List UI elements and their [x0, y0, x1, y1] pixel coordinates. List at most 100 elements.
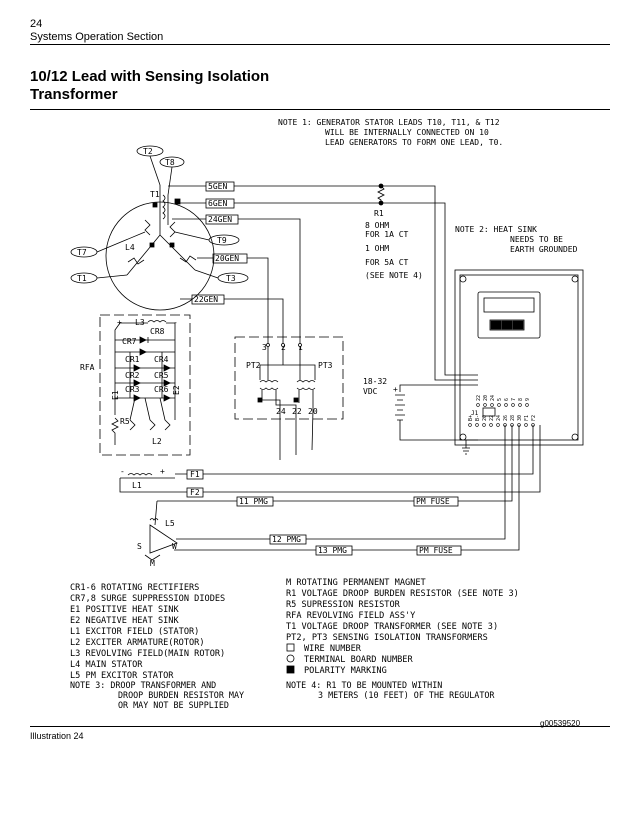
polarity-symbol — [286, 665, 295, 674]
r5-resistor — [111, 417, 119, 445]
svg-text:FOR 5A CT: FOR 5A CT — [365, 258, 409, 267]
svg-text:T2: T2 — [143, 147, 153, 156]
title-line-1: 10/12 Lead with Sensing Isolation — [30, 68, 270, 85]
note-4: NOTE 4: R1 TO BE MOUNTED WITHIN 3 METERS… — [286, 680, 495, 700]
svg-text:L2 EXCITER ARMATURE(ROTOR): L2 EXCITER ARMATURE(ROTOR) — [70, 638, 205, 648]
stator-wye — [126, 185, 196, 276]
section-name: Systems Operation Section — [30, 31, 164, 43]
svg-text:18-32: 18-32 — [363, 377, 387, 386]
svg-text:VDC: VDC — [363, 387, 378, 396]
wire-5gen: 5GEN — [205, 181, 235, 192]
cr5-label: CR5 — [154, 371, 169, 380]
page-title: 10/12 Lead with Sensing Isolation Transf… — [30, 68, 330, 104]
svg-text:20GEN: 20GEN — [215, 254, 239, 263]
svg-text:L1 EXCITOR FIELD (STATOR): L1 EXCITOR FIELD (STATOR) — [70, 627, 199, 637]
lead-t2: T2 — [136, 145, 164, 157]
svg-text:FOR 1A CT: FOR 1A CT — [365, 230, 409, 239]
svg-text:M ROTATING PERMANENT MAGNET: M ROTATING PERMANENT MAGNET — [286, 578, 426, 588]
svg-text:(SEE NOTE 4): (SEE NOTE 4) — [365, 271, 423, 280]
wire-number-symbol — [286, 643, 295, 652]
svg-text:NOTE 1: GENERATOR STATOR LEADS: NOTE 1: GENERATOR STATOR LEADS T10, T11,… — [278, 118, 500, 127]
svg-text:NOTE 4: R1 TO BE MOUNTED WITHI: NOTE 4: R1 TO BE MOUNTED WITHIN — [286, 680, 442, 690]
top-terminal-label: 7 — [511, 398, 517, 401]
svg-text:1 OHM: 1 OHM — [365, 244, 389, 253]
pm-fuse-2: PM FUSE — [416, 545, 462, 556]
lead-t8: T8 — [159, 156, 185, 168]
bottom-terminal — [524, 423, 528, 427]
wire-f1: F1 — [186, 469, 204, 480]
svg-text:+: + — [160, 467, 165, 476]
svg-text:E1 POSITIVE HEAT SINK: E1 POSITIVE HEAT SINK — [70, 605, 179, 615]
svg-text:11 PMG: 11 PMG — [239, 497, 268, 506]
bottom-terminal-label: 24 — [496, 415, 502, 421]
footer-rule — [30, 726, 610, 727]
svg-text:6GEN: 6GEN — [208, 199, 227, 208]
bottom-terminal — [482, 423, 486, 427]
svg-text:L4 MAIN STATOR: L4 MAIN STATOR — [70, 660, 143, 670]
wire-12-pmg: 12 PMG — [269, 534, 307, 545]
svg-text:+: + — [117, 318, 122, 327]
wire-6-path — [178, 202, 478, 376]
svg-text:DROOP BURDEN RESISTOR MAY: DROOP BURDEN RESISTOR MAY — [118, 690, 244, 700]
winding-coils — [144, 219, 176, 238]
note-1: NOTE 1: GENERATOR STATOR LEADS T10, T11,… — [278, 118, 503, 147]
svg-text:T1 VOLTAGE DROOP TRANSFORMER (: T1 VOLTAGE DROOP TRANSFORMER (SEE NOTE 3… — [286, 622, 498, 632]
cr6-label: CR6 — [154, 385, 169, 394]
top-terminal — [490, 403, 494, 407]
legend-right: M ROTATING PERMANENT MAGNET R1 VOLTAGE D… — [286, 578, 519, 676]
j1-connector — [482, 407, 496, 417]
svg-text:EARTH GROUNDED: EARTH GROUNDED — [510, 245, 578, 254]
l3-label: L3 — [135, 318, 145, 327]
l2-label: L2 — [152, 437, 162, 446]
e2-label: E2 — [172, 385, 181, 395]
l5-label: L5 — [165, 519, 175, 528]
lead-t9: T9 — [208, 234, 240, 246]
svg-text:24GEN: 24GEN — [208, 215, 232, 224]
note-2: NOTE 2: HEAT SINK NEEDS TO BE EARTH GROU… — [455, 225, 578, 254]
bottom-terminal-label: 22 — [489, 415, 495, 421]
label-l4: L4 — [125, 243, 135, 252]
page-header: 24 Systems Operation Section — [30, 18, 163, 44]
svg-text:PM FUSE: PM FUSE — [419, 546, 453, 555]
svg-text:CR7,8 SURGE SUPPRESSION DIODES: CR7,8 SURGE SUPPRESSION DIODES — [70, 594, 225, 604]
svg-text:+: + — [393, 385, 398, 394]
svg-text:L3 REVOLVING FIELD(MAIN ROTOR): L3 REVOLVING FIELD(MAIN ROTOR) — [70, 649, 225, 659]
e1-label: E1 — [111, 390, 120, 400]
svg-text:T1: T1 — [77, 274, 87, 283]
svg-text:NOTE 3: DROOP TRANSFORMER AND: NOTE 3: DROOP TRANSFORMER AND — [70, 680, 216, 690]
svg-text:PT2, PT3 SENSING ISOLATION TRA: PT2, PT3 SENSING ISOLATION TRANSFORMERS — [286, 633, 488, 643]
top-terminal-label: 9 — [525, 398, 531, 401]
wire-6gen: 6GEN — [205, 198, 235, 209]
svg-text:R1 VOLTAGE DROOP BURDEN RESIST: R1 VOLTAGE DROOP BURDEN RESISTOR (SEE NO… — [286, 589, 519, 599]
s-label: S — [137, 542, 142, 551]
r5-label: R5 — [120, 417, 130, 426]
bottom-terminal — [489, 423, 493, 427]
top-terminal — [518, 403, 522, 407]
l1-coil — [120, 473, 175, 479]
cr8-label: CR8 — [150, 327, 165, 336]
bottom-terminal-label: 28 — [510, 415, 516, 421]
label-t1: T1 — [150, 190, 160, 199]
svg-text:R5 SUPRESSION RESISTOR: R5 SUPRESSION RESISTOR — [286, 600, 401, 610]
svg-text:L5 PM EXCITOR STATOR: L5 PM EXCITOR STATOR — [70, 671, 174, 681]
top-terminal — [525, 403, 529, 407]
top-terminal-label: 6 — [504, 398, 510, 401]
svg-text:NEEDS TO BE: NEEDS TO BE — [510, 235, 563, 244]
lead-t3: T3 — [217, 272, 249, 284]
svg-text:PM FUSE: PM FUSE — [416, 497, 450, 506]
legend-left: CR1-6 ROTATING RECTIFIERS CR7,8 SURGE SU… — [70, 583, 225, 681]
wire-f2: F2 — [186, 487, 204, 498]
l3-coil — [147, 320, 167, 323]
reg-button-up — [512, 320, 524, 330]
svg-text:8 OHM: 8 OHM — [365, 221, 389, 230]
pt-terminal-22: 22 — [292, 407, 302, 416]
top-terminal — [511, 403, 515, 407]
top-terminal — [497, 403, 501, 407]
svg-text:TERMINAL BOARD NUMBER: TERMINAL BOARD NUMBER — [304, 655, 413, 665]
j1-label: J1 — [471, 410, 479, 417]
bottom-terminal-label: F1 — [524, 415, 530, 421]
svg-text:LEAD GENERATORS TO FORM ONE LE: LEAD GENERATORS TO FORM ONE LEAD, T0. — [325, 138, 503, 147]
r1-label: R1 8 OHM FOR 1A CT 1 OHM FOR 5A CT (SEE … — [365, 209, 423, 280]
svg-text:WIRE NUMBER: WIRE NUMBER — [304, 644, 362, 654]
